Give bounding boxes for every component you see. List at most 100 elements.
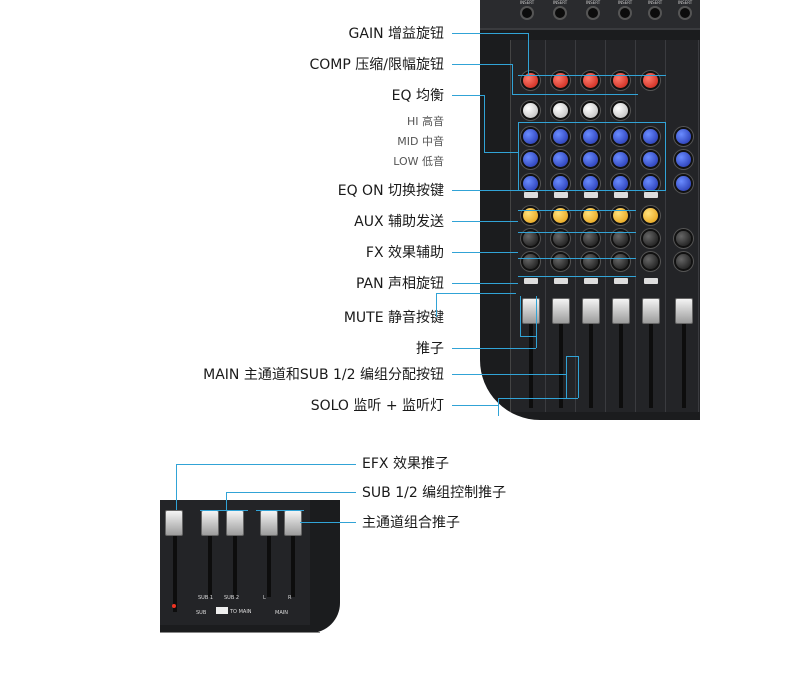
sub1-fader[interactable] — [201, 510, 219, 536]
fx-knob[interactable] — [553, 231, 568, 246]
eq-low-knob[interactable] — [643, 176, 658, 191]
sub2-fader[interactable] — [226, 510, 244, 536]
fader-track — [208, 512, 212, 597]
mute-button[interactable] — [524, 278, 538, 284]
main-fader-label: 主通道组合推子 — [362, 515, 460, 531]
pan-knob[interactable] — [643, 254, 658, 269]
eq-low-knob[interactable] — [553, 176, 568, 191]
eq-mid-knob[interactable] — [583, 152, 598, 167]
leader-eq-on — [452, 190, 518, 191]
channel-fader[interactable] — [552, 298, 570, 324]
eq-label: EQ 均衡 — [391, 88, 444, 104]
channel-fader[interactable] — [612, 298, 630, 324]
fx-knob[interactable] — [583, 231, 598, 246]
aux-knob[interactable] — [553, 208, 568, 223]
master-panel: SUB 1 SUB 2 L R SUB TO MAIN MAIN — [160, 500, 310, 625]
pan-knob[interactable] — [676, 254, 691, 269]
pan-knob[interactable] — [583, 254, 598, 269]
leader-eq-box-left — [518, 122, 519, 190]
fx-knob[interactable] — [676, 231, 691, 246]
eq-on-button[interactable] — [554, 192, 568, 198]
fader-track — [267, 512, 271, 597]
eq-hi-knob[interactable] — [583, 129, 598, 144]
aux-knob[interactable] — [583, 208, 598, 223]
leader-fx-box — [518, 232, 636, 233]
fader-track — [682, 298, 686, 408]
leader-mute-top — [436, 293, 516, 294]
sub2-text: SUB 2 — [224, 595, 240, 601]
gain-knob[interactable] — [613, 73, 628, 88]
eq-low-knob[interactable] — [523, 176, 538, 191]
mute-button[interactable] — [584, 278, 598, 284]
fx-knob[interactable] — [643, 231, 658, 246]
fx-knob[interactable] — [523, 231, 538, 246]
aux-knob[interactable] — [643, 208, 658, 223]
mute-button[interactable] — [614, 278, 628, 284]
pan-label: PAN 声相旋钮 — [355, 276, 444, 292]
pan-knob[interactable] — [523, 254, 538, 269]
mute-button[interactable] — [644, 278, 658, 284]
gain-knob[interactable] — [553, 73, 568, 88]
to-main-text: TO MAIN — [230, 609, 252, 615]
leader-mute-v — [436, 293, 437, 317]
eq-mid-knob[interactable] — [553, 152, 568, 167]
fader-track — [233, 512, 237, 597]
eq-mid-knob[interactable] — [613, 152, 628, 167]
eq-mid-knob[interactable] — [643, 152, 658, 167]
leader-solo-box — [498, 398, 578, 399]
eq-hi-knob[interactable] — [643, 129, 658, 144]
leader-eq-v — [484, 95, 485, 152]
eq-on-button[interactable] — [614, 192, 628, 198]
efx-fader[interactable] — [165, 510, 183, 536]
channel-fader[interactable] — [642, 298, 660, 324]
eq-hi-knob[interactable] — [613, 129, 628, 144]
insert-text: INSERT — [618, 0, 633, 5]
main-l-text: L — [263, 595, 266, 601]
eq-on-label: EQ ON 切换按键 — [337, 183, 444, 199]
mute-label: MUTE 静音按键 — [343, 310, 444, 326]
comp-knob[interactable] — [553, 103, 568, 118]
eq-low-knob[interactable] — [676, 176, 691, 191]
eq-hi-label: HI 高音 — [406, 115, 444, 128]
comp-knob[interactable] — [613, 103, 628, 118]
eq-mid-knob[interactable] — [676, 152, 691, 167]
fader-track — [173, 512, 177, 612]
main-r-fader[interactable] — [284, 510, 302, 536]
eq-mid-knob[interactable] — [523, 152, 538, 167]
gain-knob[interactable] — [583, 73, 598, 88]
leader-sub — [226, 492, 356, 493]
aux-knob[interactable] — [613, 208, 628, 223]
leader-sub-v — [226, 492, 227, 510]
insert-jack — [680, 8, 690, 18]
eq-on-button[interactable] — [644, 192, 658, 198]
fx-knob[interactable] — [613, 231, 628, 246]
leader-comp — [452, 64, 512, 65]
channel-fader[interactable] — [582, 298, 600, 324]
leader-efx — [176, 464, 356, 465]
gain-knob[interactable] — [643, 73, 658, 88]
eq-hi-knob[interactable] — [523, 129, 538, 144]
pan-knob[interactable] — [553, 254, 568, 269]
main-l-fader[interactable] — [260, 510, 278, 536]
main-text: MAIN — [275, 610, 288, 616]
eq-hi-knob[interactable] — [553, 129, 568, 144]
channel-fader[interactable] — [522, 298, 540, 324]
to-main-button[interactable] — [216, 607, 228, 614]
pan-knob[interactable] — [613, 254, 628, 269]
eq-hi-knob[interactable] — [676, 129, 691, 144]
mute-button[interactable] — [554, 278, 568, 284]
gain-knob[interactable] — [523, 73, 538, 88]
channel-strip-3 — [576, 40, 606, 412]
aux-knob[interactable] — [523, 208, 538, 223]
eq-on-button[interactable] — [584, 192, 598, 198]
leader-main-box — [256, 510, 304, 511]
insert-row: INSERT INSERT INSERT INSERT INSERT INSER… — [480, 0, 700, 30]
eq-low-knob[interactable] — [613, 176, 628, 191]
eq-on-button[interactable] — [524, 192, 538, 198]
comp-knob[interactable] — [583, 103, 598, 118]
solo-label: SOLO 监听 + 监听灯 — [310, 398, 444, 414]
comp-knob[interactable] — [523, 103, 538, 118]
leader-pan — [452, 283, 518, 284]
channel-fader[interactable] — [675, 298, 693, 324]
eq-low-knob[interactable] — [583, 176, 598, 191]
